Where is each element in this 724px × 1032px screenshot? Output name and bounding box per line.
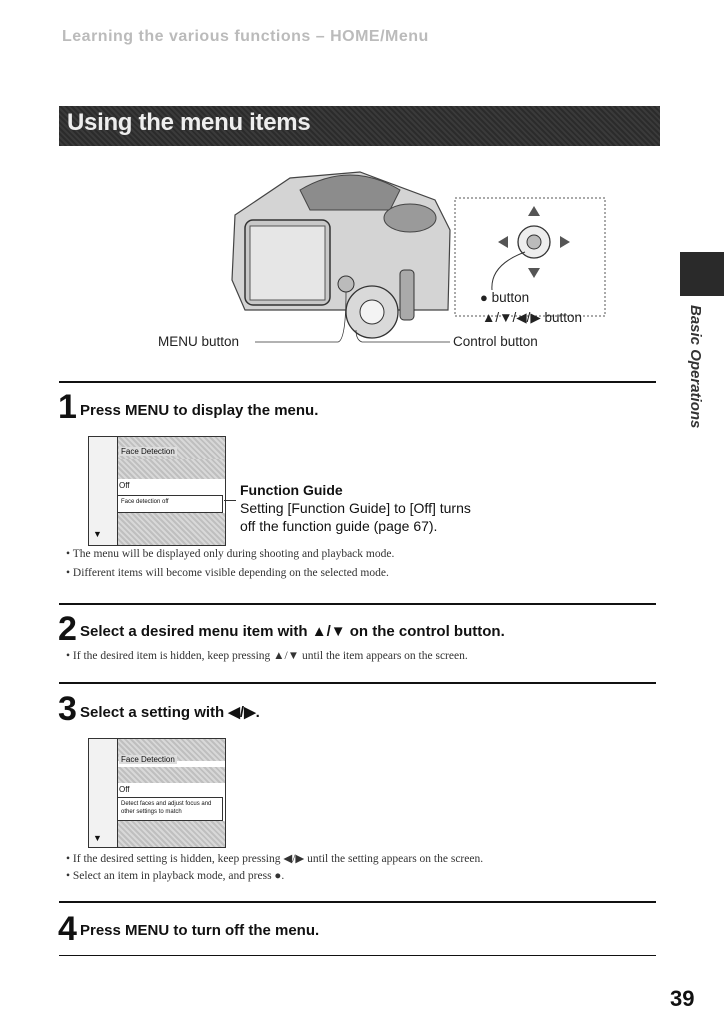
- list-item: • The menu will be displayed only during…: [66, 548, 395, 560]
- function-guide-title: Function Guide: [240, 482, 343, 498]
- menu-button-label: MENU button: [158, 334, 240, 349]
- divider: [59, 381, 656, 383]
- list-item: • Different items will become visible de…: [66, 567, 389, 579]
- camera-illustration: [231, 171, 451, 339]
- camera-figure: [231, 171, 606, 343]
- center-button-icon: ●: [480, 290, 488, 305]
- menu-screen-3-guide: Detect faces and adjust focus and other …: [121, 801, 212, 815]
- menu-screen-1-option: Off: [119, 481, 130, 490]
- control-button-inset: [454, 197, 606, 317]
- list-item: • Select an item in playback mode, and p…: [66, 870, 285, 882]
- step-4-number: 4: [58, 910, 77, 948]
- list-item: • If the desired item is hidden, keep pr…: [66, 650, 468, 662]
- divider: [59, 603, 656, 605]
- divider: [59, 955, 656, 956]
- menu-screen-1-title: Face Detection: [119, 447, 177, 456]
- function-guide-text: Setting [Function Guide] to [Off] turns …: [240, 500, 471, 534]
- page-header: Learning the various functions – HOME/Me…: [62, 28, 429, 45]
- arrow-button-label: ▲/▼/◀/▶ button: [482, 310, 583, 325]
- step-1-title: Press MENU to display the menu.: [80, 402, 319, 419]
- page-number: 39: [670, 986, 695, 1011]
- side-tab-label: Basic Operations: [687, 305, 704, 429]
- menu-screen-3-title: Face Detection: [119, 755, 177, 764]
- menu-screen-1: Face Detection Off Face detection off ▼: [88, 436, 226, 546]
- menu-screen-3: Face Detection Off Detect faces and adju…: [88, 738, 226, 848]
- down-arrow-icon: ▼: [93, 529, 102, 539]
- step-2-number: 2: [58, 610, 77, 648]
- guide-leader: [224, 500, 236, 501]
- section-title: Using the menu items: [67, 109, 311, 136]
- control-button-icon: [491, 206, 570, 291]
- list-item: • If the desired setting is hidden, keep…: [66, 853, 484, 865]
- center-button-label: button: [491, 290, 530, 305]
- menu-screen-3-option: Off: [119, 785, 130, 794]
- step-3-title: Select a setting with ◀/▶.: [80, 704, 260, 721]
- menu-screen-1-guide: Face detection off: [121, 499, 169, 505]
- divider: [59, 901, 656, 903]
- down-arrow-icon: ▼: [93, 833, 102, 843]
- step-4-title: Press MENU to turn off the menu.: [80, 922, 320, 939]
- step-3-number: 3: [58, 690, 77, 728]
- section-banner: Using the menu items: [59, 106, 660, 146]
- step-2-title: Select a desired menu item with ▲/▼ on t…: [80, 623, 505, 640]
- side-tab-marker: [680, 252, 724, 296]
- center-button-callout: ● button: [480, 290, 529, 305]
- divider: [59, 682, 656, 684]
- step-1-number: 1: [58, 388, 77, 426]
- control-button-label: Control button: [453, 334, 538, 349]
